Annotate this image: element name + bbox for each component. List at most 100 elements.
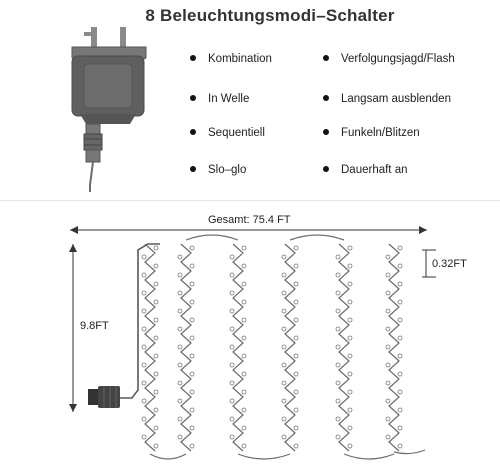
bulb bbox=[347, 371, 353, 377]
bulb bbox=[293, 353, 299, 359]
bulb bbox=[281, 308, 287, 314]
bulb bbox=[293, 389, 299, 395]
strand-connector bbox=[185, 234, 239, 241]
mode-label: Slo–glo bbox=[208, 164, 247, 176]
bulb bbox=[241, 281, 247, 287]
bullet-dot-icon bbox=[323, 54, 329, 61]
bulb bbox=[141, 308, 147, 314]
bulb bbox=[177, 272, 183, 278]
bulb bbox=[397, 443, 403, 449]
bulb bbox=[397, 353, 403, 359]
light-strands bbox=[141, 234, 426, 460]
bulb bbox=[281, 326, 287, 332]
bulb bbox=[153, 281, 159, 287]
mode-item-7: Slo–glo bbox=[190, 164, 246, 176]
bulb bbox=[189, 281, 195, 287]
bulb bbox=[335, 344, 341, 350]
bulb bbox=[385, 254, 391, 260]
bulb bbox=[153, 443, 159, 449]
bulb bbox=[347, 407, 353, 413]
bullet-dot-icon bbox=[323, 165, 329, 172]
mode-label: Dauerhaft an bbox=[341, 164, 408, 176]
strand-connector bbox=[149, 453, 187, 460]
bulb bbox=[385, 398, 391, 404]
bulb bbox=[347, 353, 353, 359]
bulb bbox=[293, 335, 299, 341]
bulb bbox=[281, 254, 287, 260]
bulb bbox=[141, 290, 147, 296]
bulb bbox=[347, 443, 353, 449]
bulb bbox=[189, 317, 195, 323]
light-strand bbox=[232, 243, 244, 452]
bulb bbox=[229, 362, 235, 368]
bulb bbox=[177, 434, 183, 440]
bulb bbox=[177, 326, 183, 332]
bulb bbox=[229, 398, 235, 404]
bulb bbox=[385, 362, 391, 368]
bulb bbox=[397, 299, 403, 305]
bulb bbox=[281, 362, 287, 368]
bulb bbox=[141, 362, 147, 368]
bulb bbox=[347, 389, 353, 395]
bulb bbox=[281, 290, 287, 296]
bulb bbox=[241, 317, 247, 323]
light-strand bbox=[388, 243, 400, 452]
bulb bbox=[335, 362, 341, 368]
bulb bbox=[347, 425, 353, 431]
bulb bbox=[153, 353, 159, 359]
bulb bbox=[397, 371, 403, 377]
bulb bbox=[385, 416, 391, 422]
bulb bbox=[335, 254, 341, 260]
bulb bbox=[229, 434, 235, 440]
power-adapter-icon bbox=[71, 27, 147, 192]
bulb bbox=[229, 416, 235, 422]
bulb bbox=[385, 434, 391, 440]
bulb bbox=[189, 299, 195, 305]
bulb bbox=[189, 371, 195, 377]
bulb bbox=[153, 335, 159, 341]
mode-label: Kombination bbox=[208, 53, 272, 65]
bulb bbox=[177, 398, 183, 404]
bulb bbox=[293, 263, 299, 269]
bulb bbox=[335, 434, 341, 440]
bulb bbox=[153, 317, 159, 323]
bulb bbox=[385, 326, 391, 332]
bulb bbox=[153, 299, 159, 305]
bulb bbox=[189, 425, 195, 431]
bulb bbox=[385, 380, 391, 386]
strand-connector bbox=[237, 453, 291, 460]
bulb bbox=[397, 335, 403, 341]
bulb bbox=[397, 281, 403, 287]
bulb bbox=[281, 398, 287, 404]
bullet-dot-icon bbox=[190, 54, 196, 61]
bulb bbox=[177, 380, 183, 386]
bulb bbox=[229, 344, 235, 350]
bulb bbox=[347, 317, 353, 323]
mode-item-2: Verfolgungsjagd/Flash bbox=[323, 53, 455, 65]
light-strand bbox=[180, 243, 192, 452]
bullet-dot-icon bbox=[190, 165, 196, 172]
bulb bbox=[241, 353, 247, 359]
bullet-dot-icon bbox=[323, 128, 329, 135]
mode-item-6: Funkeln/Blitzen bbox=[323, 127, 420, 139]
bulb bbox=[189, 263, 195, 269]
bulb bbox=[293, 425, 299, 431]
strand-connector bbox=[343, 453, 395, 460]
bulb bbox=[153, 389, 159, 395]
bulb bbox=[189, 443, 195, 449]
bulb bbox=[141, 326, 147, 332]
bulb bbox=[293, 281, 299, 287]
bulb bbox=[153, 371, 159, 377]
bulb bbox=[241, 443, 247, 449]
bulb bbox=[335, 272, 341, 278]
mode-label: Verfolgungsjagd/Flash bbox=[341, 53, 455, 65]
bulb bbox=[397, 263, 403, 269]
bulb bbox=[335, 398, 341, 404]
bulb bbox=[189, 353, 195, 359]
bulb bbox=[347, 335, 353, 341]
bulb bbox=[293, 245, 299, 251]
bulb bbox=[335, 308, 341, 314]
spacing-bracket bbox=[422, 249, 436, 278]
bulb bbox=[141, 398, 147, 404]
mode-item-3: In Welle bbox=[190, 93, 249, 105]
